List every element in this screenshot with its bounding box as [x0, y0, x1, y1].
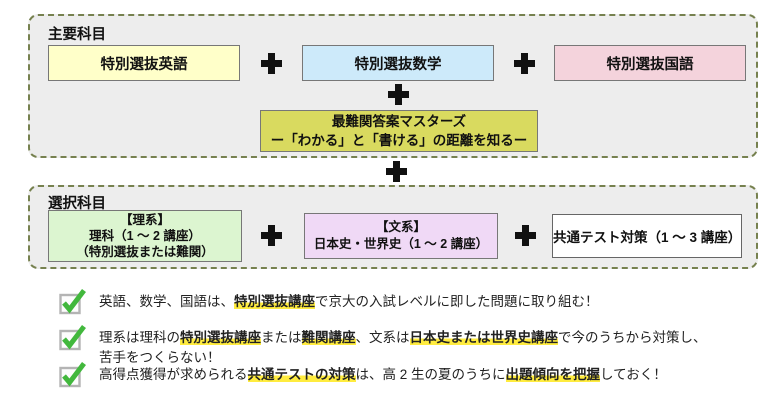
course-label-japanese: 特別選抜国語: [606, 56, 694, 73]
science-line2: 理科（1 〜 2 講座）: [89, 229, 201, 243]
plus-icon: [386, 161, 407, 182]
note-segment: しておく！: [600, 367, 667, 382]
course-box-english: 特別選抜英語: [48, 45, 240, 81]
note-segment: 、文系は: [355, 330, 410, 345]
note-line: 理系は理科の特別選抜講座または難関講座、文系は日本史または世界史講座で今のうちか…: [99, 328, 707, 348]
course-label-math: 特別選抜数学: [354, 56, 442, 73]
check-icon: [59, 324, 86, 351]
masters-subtitle: ー「わかる」と「書ける」の距離を知るー: [270, 133, 528, 148]
note-segment: 苦手をつくらない！: [99, 349, 221, 365]
science-line3: （特別選抜または難関）: [76, 245, 214, 259]
note-text-2: 理系は理科の特別選抜講座または難関講座、文系は日本史または世界史講座で今のうちか…: [99, 323, 707, 367]
check-icon: [59, 288, 86, 315]
course-box-history: 【文系】 日本史・世界史（1 〜 2 講座）: [304, 213, 498, 259]
history-line2: 日本史・世界史（1 〜 2 講座）: [313, 237, 489, 251]
plus-icon: [388, 84, 409, 105]
note-segment: で今のうちから対策し、: [558, 330, 707, 345]
plus-icon: [261, 225, 282, 246]
elective-section-label: 選択科目: [48, 196, 106, 212]
course-box-masters: 最難関答案マスターズ ー「わかる」と「書ける」の距離を知るー: [260, 110, 538, 152]
note-segment: 英語、数学、国語は、: [99, 294, 234, 309]
check-icon: [59, 361, 86, 388]
course-box-kyotsu-test: 共通テスト対策（1 〜 3 講座）: [552, 214, 742, 258]
note-segment-highlight: 難関講座: [301, 330, 356, 345]
history-line1: 【文系】: [375, 220, 426, 234]
masters-title: 最難関答案マスターズ: [331, 114, 467, 129]
course-box-japanese: 特別選抜国語: [554, 45, 746, 81]
note-segment-highlight: 特別選抜講座: [180, 330, 261, 345]
note-segment: 理系は理科の: [99, 330, 180, 345]
main-section-label: 主要科目: [48, 27, 106, 43]
note-item-1: 英語、数学、国語は、特別選抜講座で京大の入試レベルに即した問題に取り組む！: [58, 287, 758, 315]
kyotsu-line1: 共通テスト対策（1 〜 3 講座）: [553, 230, 742, 245]
plus-icon: [514, 53, 535, 74]
note-line: 英語、数学、国語は、特別選抜講座で京大の入試レベルに即した問題に取り組む！: [99, 292, 599, 312]
course-box-math: 特別選抜数学: [302, 45, 494, 81]
plus-icon: [515, 225, 536, 246]
note-segment-highlight: 日本史または世界史講座: [409, 330, 558, 345]
course-box-science: 【理系】 理科（1 〜 2 講座） （特別選抜または難関）: [48, 210, 242, 262]
course-label-english: 特別選抜英語: [100, 56, 188, 73]
note-segment: で京大の入試レベルに即した問題に取り組む！: [315, 294, 599, 309]
note-segment-highlight: 共通テストの対策: [247, 367, 356, 382]
note-segment: または: [261, 330, 302, 345]
note-segment: 高得点獲得が求められる: [99, 367, 248, 382]
note-line: 苦手をつくらない！: [99, 348, 707, 368]
elective-subjects-section: 選択科目 【理系】 理科（1 〜 2 講座） （特別選抜または難関） 【文系】 …: [28, 185, 758, 269]
science-line1: 【理系】: [119, 213, 170, 227]
note-segment-highlight: 出題傾向を把握: [505, 367, 601, 382]
note-item-2: 理系は理科の特別選抜講座または難関講座、文系は日本史または世界史講座で今のうちか…: [58, 323, 758, 367]
note-item-3: 高得点獲得が求められる共通テストの対策は、高 2 生の夏のうちに出題傾向を把握し…: [58, 360, 758, 388]
plus-icon: [261, 53, 282, 74]
main-subjects-section: 主要科目 特別選抜英語 特別選抜数学 特別選抜国語 最難関答案マスターズ ー「わ…: [28, 14, 758, 158]
note-text-1: 英語、数学、国語は、特別選抜講座で京大の入試レベルに即した問題に取り組む！: [99, 287, 599, 312]
note-segment: は、高 2 生の夏のうちに: [355, 367, 506, 382]
note-segment-highlight: 特別選抜講座: [234, 294, 315, 309]
note-line: 高得点獲得が求められる共通テストの対策は、高 2 生の夏のうちに出題傾向を把握し…: [99, 365, 667, 385]
note-text-3: 高得点獲得が求められる共通テストの対策は、高 2 生の夏のうちに出題傾向を把握し…: [99, 360, 667, 385]
